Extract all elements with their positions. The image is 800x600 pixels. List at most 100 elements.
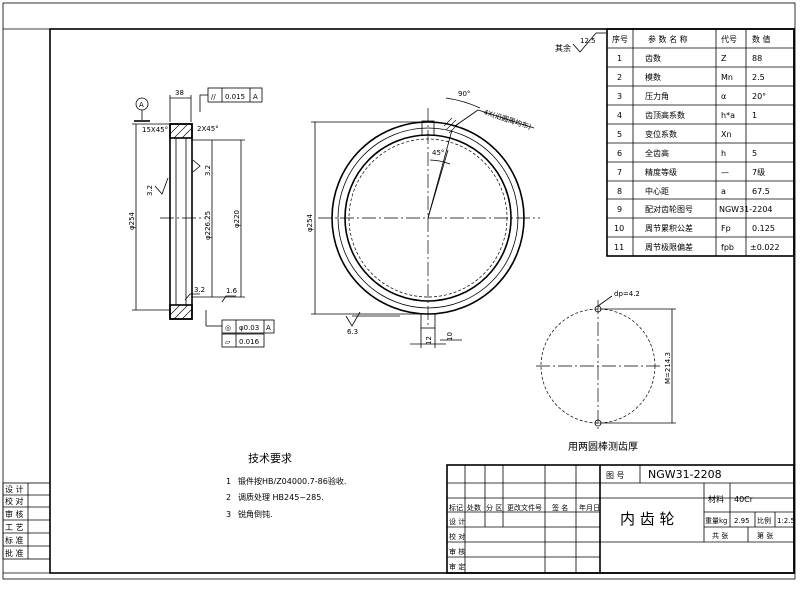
title-block: 标记 处数 分 区 更改文件号 签 名 年月日 设 计 校 对 审 核 审 定 … (446, 464, 795, 574)
rough-a: 3.2 (146, 185, 154, 196)
dia-root: φ226.25 (204, 211, 212, 240)
params-row-5-code: Xn (721, 130, 732, 139)
tb-header-4: 更改文件号 (507, 503, 542, 512)
params-row-9-code: NGW31-2204 (719, 205, 773, 214)
datum-a-label: A (139, 101, 144, 109)
params-row-7-name: 精度等级 (645, 167, 677, 177)
slot-tol: 10 (446, 332, 454, 341)
scale-label: 比例 (757, 516, 771, 525)
params-header-code: 代号 (721, 34, 737, 44)
params-row-1-code: Z (721, 54, 727, 63)
params-row-8-name: 中心距 (645, 186, 669, 196)
side-row-4: 工 艺 (5, 523, 24, 532)
side-row-2: 校 对 (5, 496, 24, 506)
tech-req-3-num: 3 (226, 510, 231, 519)
params-row-2-name: 模数 (645, 72, 661, 82)
params-row-4-code: h*a (721, 111, 735, 120)
params-row-2-value: 2.5 (752, 73, 765, 82)
drawing-frame (49, 28, 795, 574)
tb-role-2: 校 对 (449, 532, 465, 541)
section-view: A 38 // 0.015 A 15X45° 2X45° (128, 87, 275, 348)
params-row-10-value: 0.125 (752, 224, 775, 233)
pin-label: dp=4.2 (614, 290, 640, 298)
params-row-8-value: 67.5 (752, 187, 770, 196)
sheets-total-label: 共 张 (712, 531, 728, 540)
measure-caption: 用两圆棒测齿厚 (568, 440, 638, 453)
front-view: 45° 90° 4X(沿圆周均布) φ254 6.3 12 10 (306, 90, 540, 348)
part-name: 内 齿 轮 (620, 510, 675, 528)
tech-req-2-text: 调质处理 HB245~285. (238, 492, 324, 502)
params-row-9-no: 9 (617, 205, 622, 214)
flatness-frame (221, 333, 265, 348)
drawing-number: NGW31-2208 (648, 468, 722, 481)
params-row-11-name: 周节极限偏差 (645, 242, 693, 252)
parallelism-datum: A (253, 93, 258, 101)
params-header-value: 数 值 (752, 34, 771, 44)
tb-role-1: 设 计 (449, 517, 465, 526)
params-row-11-value: ±0.022 (750, 243, 780, 252)
dia-outer: φ254 (128, 211, 136, 230)
params-row-10-no: 10 (614, 224, 624, 233)
params-row-1-value: 88 (752, 54, 762, 63)
params-row-7-value: 7级 (752, 167, 765, 177)
params-row-3-no: 3 (617, 92, 622, 101)
runout-datum: A (266, 324, 271, 332)
params-row-2-code: Mn (721, 73, 733, 82)
params-row-3-code: α (721, 92, 726, 101)
technical-requirements: 技术要求 1 锻件按HB/Z04000.7-86验收. 2 调质处理 HB245… (226, 452, 346, 519)
runout-symbol: ◎ (225, 324, 231, 332)
roughness-rest: 其余 12.5 (555, 32, 606, 53)
params-row-1-no: 1 (617, 54, 622, 63)
side-row-3: 审 核 (5, 509, 24, 519)
side-row-5: 标 准 (5, 535, 24, 545)
tech-req-1-num: 1 (226, 477, 231, 486)
front-angle-90: 90° (458, 90, 470, 98)
roughness-rest-label: 其余 (555, 43, 571, 53)
material-label: 材料 (708, 494, 724, 504)
material-value: 40Cr (734, 495, 754, 504)
rough-c: 3.2 (194, 286, 205, 294)
side-row-6: 批 准 (5, 548, 24, 558)
tech-req-1-text: 锻件按HB/Z04000.7-86验收. (238, 476, 346, 486)
tb-role-3: 审 核 (449, 547, 465, 556)
tb-header-6: 年月日 (579, 503, 600, 512)
front-dia-label: φ254 (306, 213, 314, 232)
params-row-5-name: 变位系数 (645, 129, 677, 139)
params-row-4-no: 4 (617, 111, 622, 120)
params-header-no: 序号 (612, 34, 628, 44)
params-table: 序号 参 数 名 称 代号 数 值 1 齿数 Z 88 2 模数 Mn 2.5 … (606, 28, 795, 257)
params-row-11-no: 11 (614, 243, 624, 252)
sheet-no-label: 第 张 (757, 531, 773, 540)
params-row-5-no: 5 (617, 130, 622, 139)
params-row-9-name: 配对齿轮图号 (645, 204, 693, 214)
tb-role-4: 审 定 (449, 562, 465, 571)
params-row-11-code: fpb (721, 243, 734, 252)
params-row-6-no: 6 (617, 149, 622, 158)
params-row-3-name: 压力角 (645, 91, 669, 101)
tb-header-3: 分 区 (486, 503, 502, 512)
params-header-name: 参 数 名 称 (648, 34, 688, 44)
flatness-tol: 0.016 (239, 338, 260, 346)
params-row-3-value: 20° (752, 92, 766, 101)
runout-tol: φ0.03 (239, 324, 259, 332)
tb-header-1: 标记 (449, 503, 463, 512)
tech-req-2-num: 2 (226, 493, 231, 502)
front-angle-45: 45° (432, 149, 444, 157)
drawing-number-label: 图 号 (606, 471, 625, 480)
rough-d: 1.6 (226, 287, 238, 295)
tech-req-3-text: 锐角倒钝. (238, 509, 273, 519)
params-row-8-code: a (721, 187, 726, 196)
params-row-7-no: 7 (617, 168, 622, 177)
params-row-4-name: 齿顶高系数 (645, 110, 685, 120)
params-row-2-no: 2 (617, 73, 622, 82)
params-row-7-code: — (721, 168, 729, 177)
params-row-10-name: 周节累积公差 (645, 223, 693, 233)
tb-header-2: 处数 (467, 503, 481, 512)
roughness-rest-value: 12.5 (580, 37, 596, 45)
side-row-1: 设 计 (5, 484, 24, 494)
params-row-6-value: 5 (752, 149, 757, 158)
parallelism-tol: 0.015 (225, 93, 245, 101)
scale-value: 1:2.5 (777, 517, 795, 525)
params-row-6-name: 全齿高 (645, 148, 669, 158)
